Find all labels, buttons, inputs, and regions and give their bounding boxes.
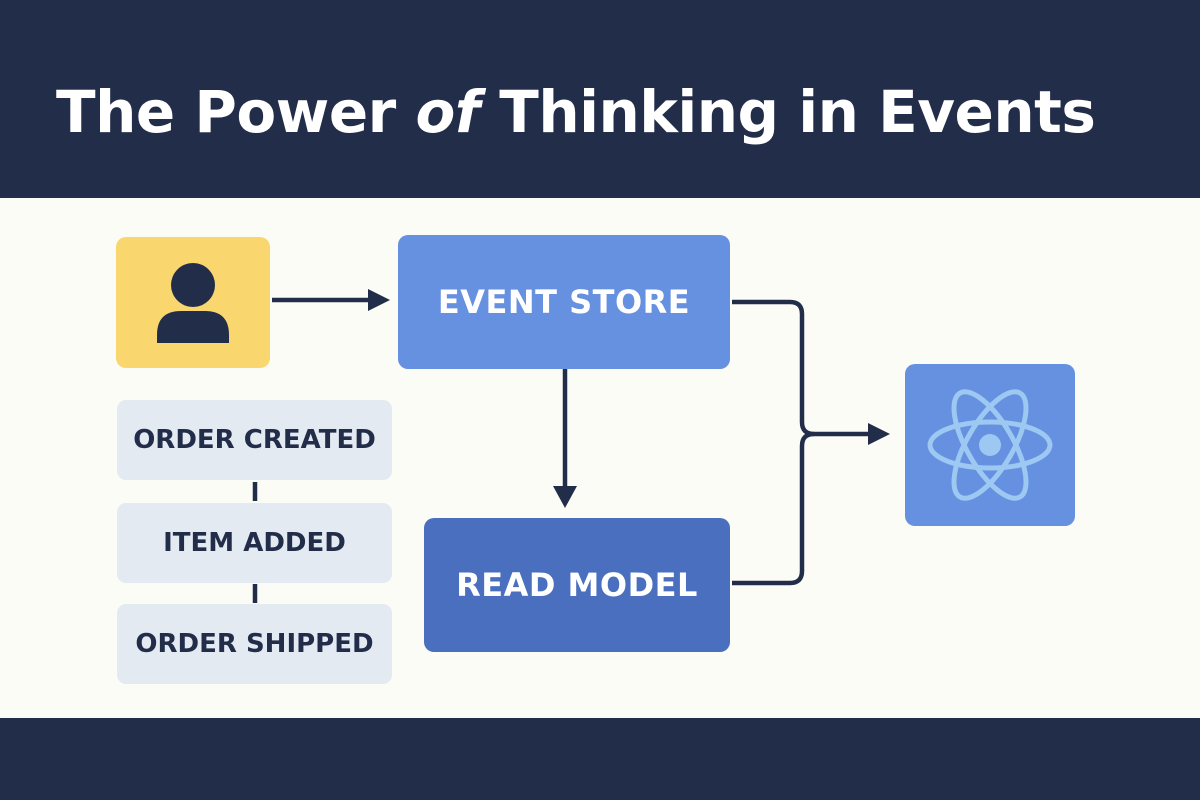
arrowhead-down-read-model <box>553 486 577 508</box>
event-chip-label: ORDER SHIPPED <box>135 629 374 659</box>
event-chip-order-created: ORDER CREATED <box>117 400 392 480</box>
arrowhead-right-store <box>368 289 390 311</box>
page-title: The Power of Thinking in Events <box>56 74 1096 150</box>
read-model-label: READ MODEL <box>456 566 698 604</box>
header-band: The Power of Thinking in Events <box>0 0 1200 198</box>
event-chip-order-shipped: ORDER SHIPPED <box>117 604 392 684</box>
arrowhead-right-react <box>868 423 890 445</box>
title-text-end: Thinking in Events <box>479 78 1096 146</box>
user-icon <box>157 262 229 343</box>
user-actor-box <box>116 237 270 368</box>
event-store-label: EVENT STORE <box>437 283 691 321</box>
event-chip-label: ITEM ADDED <box>163 528 346 558</box>
title-text-start: The Power <box>56 78 416 146</box>
event-chip-item-added: ITEM ADDED <box>117 503 392 583</box>
event-store-box: EVENT STORE <box>398 235 730 369</box>
react-box <box>905 364 1075 526</box>
react-atom-icon <box>927 389 1053 501</box>
store-to-merge-line <box>732 299 815 437</box>
read-model-to-merge-line <box>732 431 815 586</box>
title-text-emphasis: of <box>415 78 480 146</box>
footer-band <box>0 718 1200 800</box>
read-model-box: READ MODEL <box>424 518 730 652</box>
event-chip-label: ORDER CREATED <box>133 425 376 455</box>
